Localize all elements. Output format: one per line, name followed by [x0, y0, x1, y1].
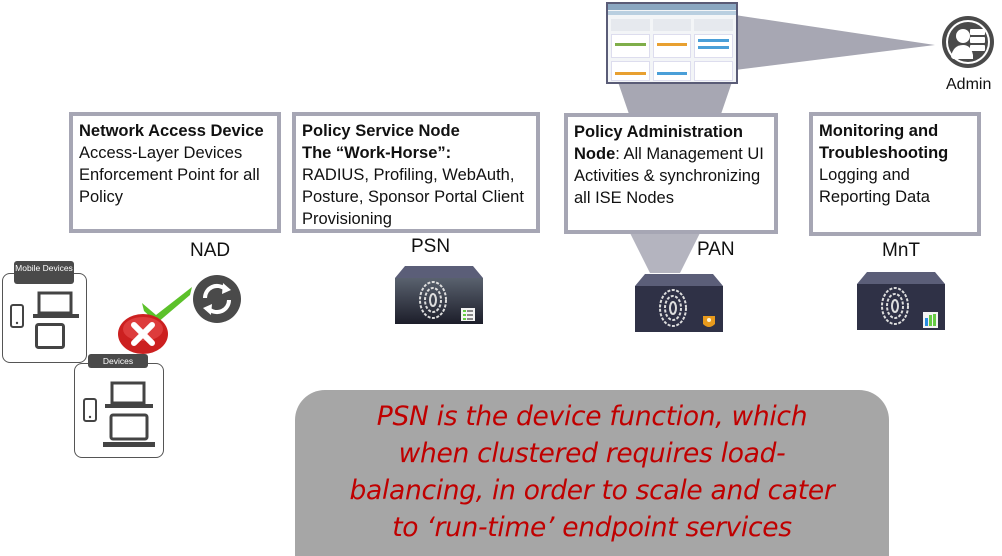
callout-line-3: balancing, in order to scale and cater — [349, 475, 835, 506]
callout-line-1: PSN is the device function, which — [376, 401, 808, 432]
psn-title: Policy Service Node — [302, 122, 460, 140]
tablet-icon — [35, 323, 65, 349]
psn-description-box: Policy Service Node The “Work-Horse”: RA… — [292, 112, 540, 233]
nad-body: Access-Layer Devices Enforcement Point f… — [79, 144, 260, 206]
admin-avatar[interactable] — [941, 15, 995, 69]
mnt-description-box: Monitoring and Troubleshooting Logging a… — [809, 112, 981, 236]
nad-description-box: Network Access Device Access-Layer Devic… — [69, 112, 281, 233]
callout-line-4: to ‘run-time’ endpoint services — [392, 512, 792, 543]
mnt-body: Logging and Reporting Data — [819, 166, 930, 206]
mnt-title: Monitoring and Troubleshooting — [819, 122, 949, 162]
laptop-icon — [33, 291, 79, 318]
allow-check-icon — [142, 287, 192, 323]
nad-label: NAD — [190, 240, 231, 261]
pan-beam-top — [618, 82, 732, 117]
pan-description-box: Policy Administration Node: All Manageme… — [564, 113, 778, 234]
mobile-devices-tag: Mobile Devices — [14, 261, 74, 284]
phone-icon — [83, 398, 97, 422]
mobile-devices-group[interactable] — [2, 273, 87, 363]
pan-beam-bottom — [630, 233, 700, 273]
admin-dashboard-thumbnail — [606, 2, 738, 84]
mnt-label: MnT — [882, 240, 920, 261]
psn-appliance-icon[interactable] — [393, 264, 485, 326]
nad-sync-icon[interactable] — [192, 274, 242, 324]
psn-body: RADIUS, Profiling, WebAuth, Posture, Spo… — [302, 166, 524, 228]
devices-tag: Devices — [88, 354, 148, 368]
pan-appliance-icon[interactable] — [633, 272, 725, 334]
pan-label: PAN — [697, 239, 735, 260]
phone-icon — [10, 304, 24, 328]
callout-line-2: when clustered requires load- — [398, 438, 786, 469]
devices-group[interactable] — [74, 363, 164, 458]
pan-body: : All Management UI Activities & synchro… — [574, 145, 764, 207]
psn-callout: PSN is the device function, which when c… — [295, 390, 889, 556]
deny-x-icon — [118, 314, 168, 354]
psn-subtitle: The “Work-Horse”: — [302, 144, 452, 162]
nad-title: Network Access Device — [79, 122, 264, 140]
laptop-icon — [105, 381, 153, 408]
psn-label: PSN — [411, 236, 451, 257]
admin-label: Admin — [946, 76, 992, 93]
admin-user-server-icon — [942, 16, 994, 68]
pan-title: Policy Administration Node — [574, 123, 743, 163]
desktop-icon — [103, 413, 155, 447]
mnt-appliance-icon[interactable] — [855, 270, 947, 332]
